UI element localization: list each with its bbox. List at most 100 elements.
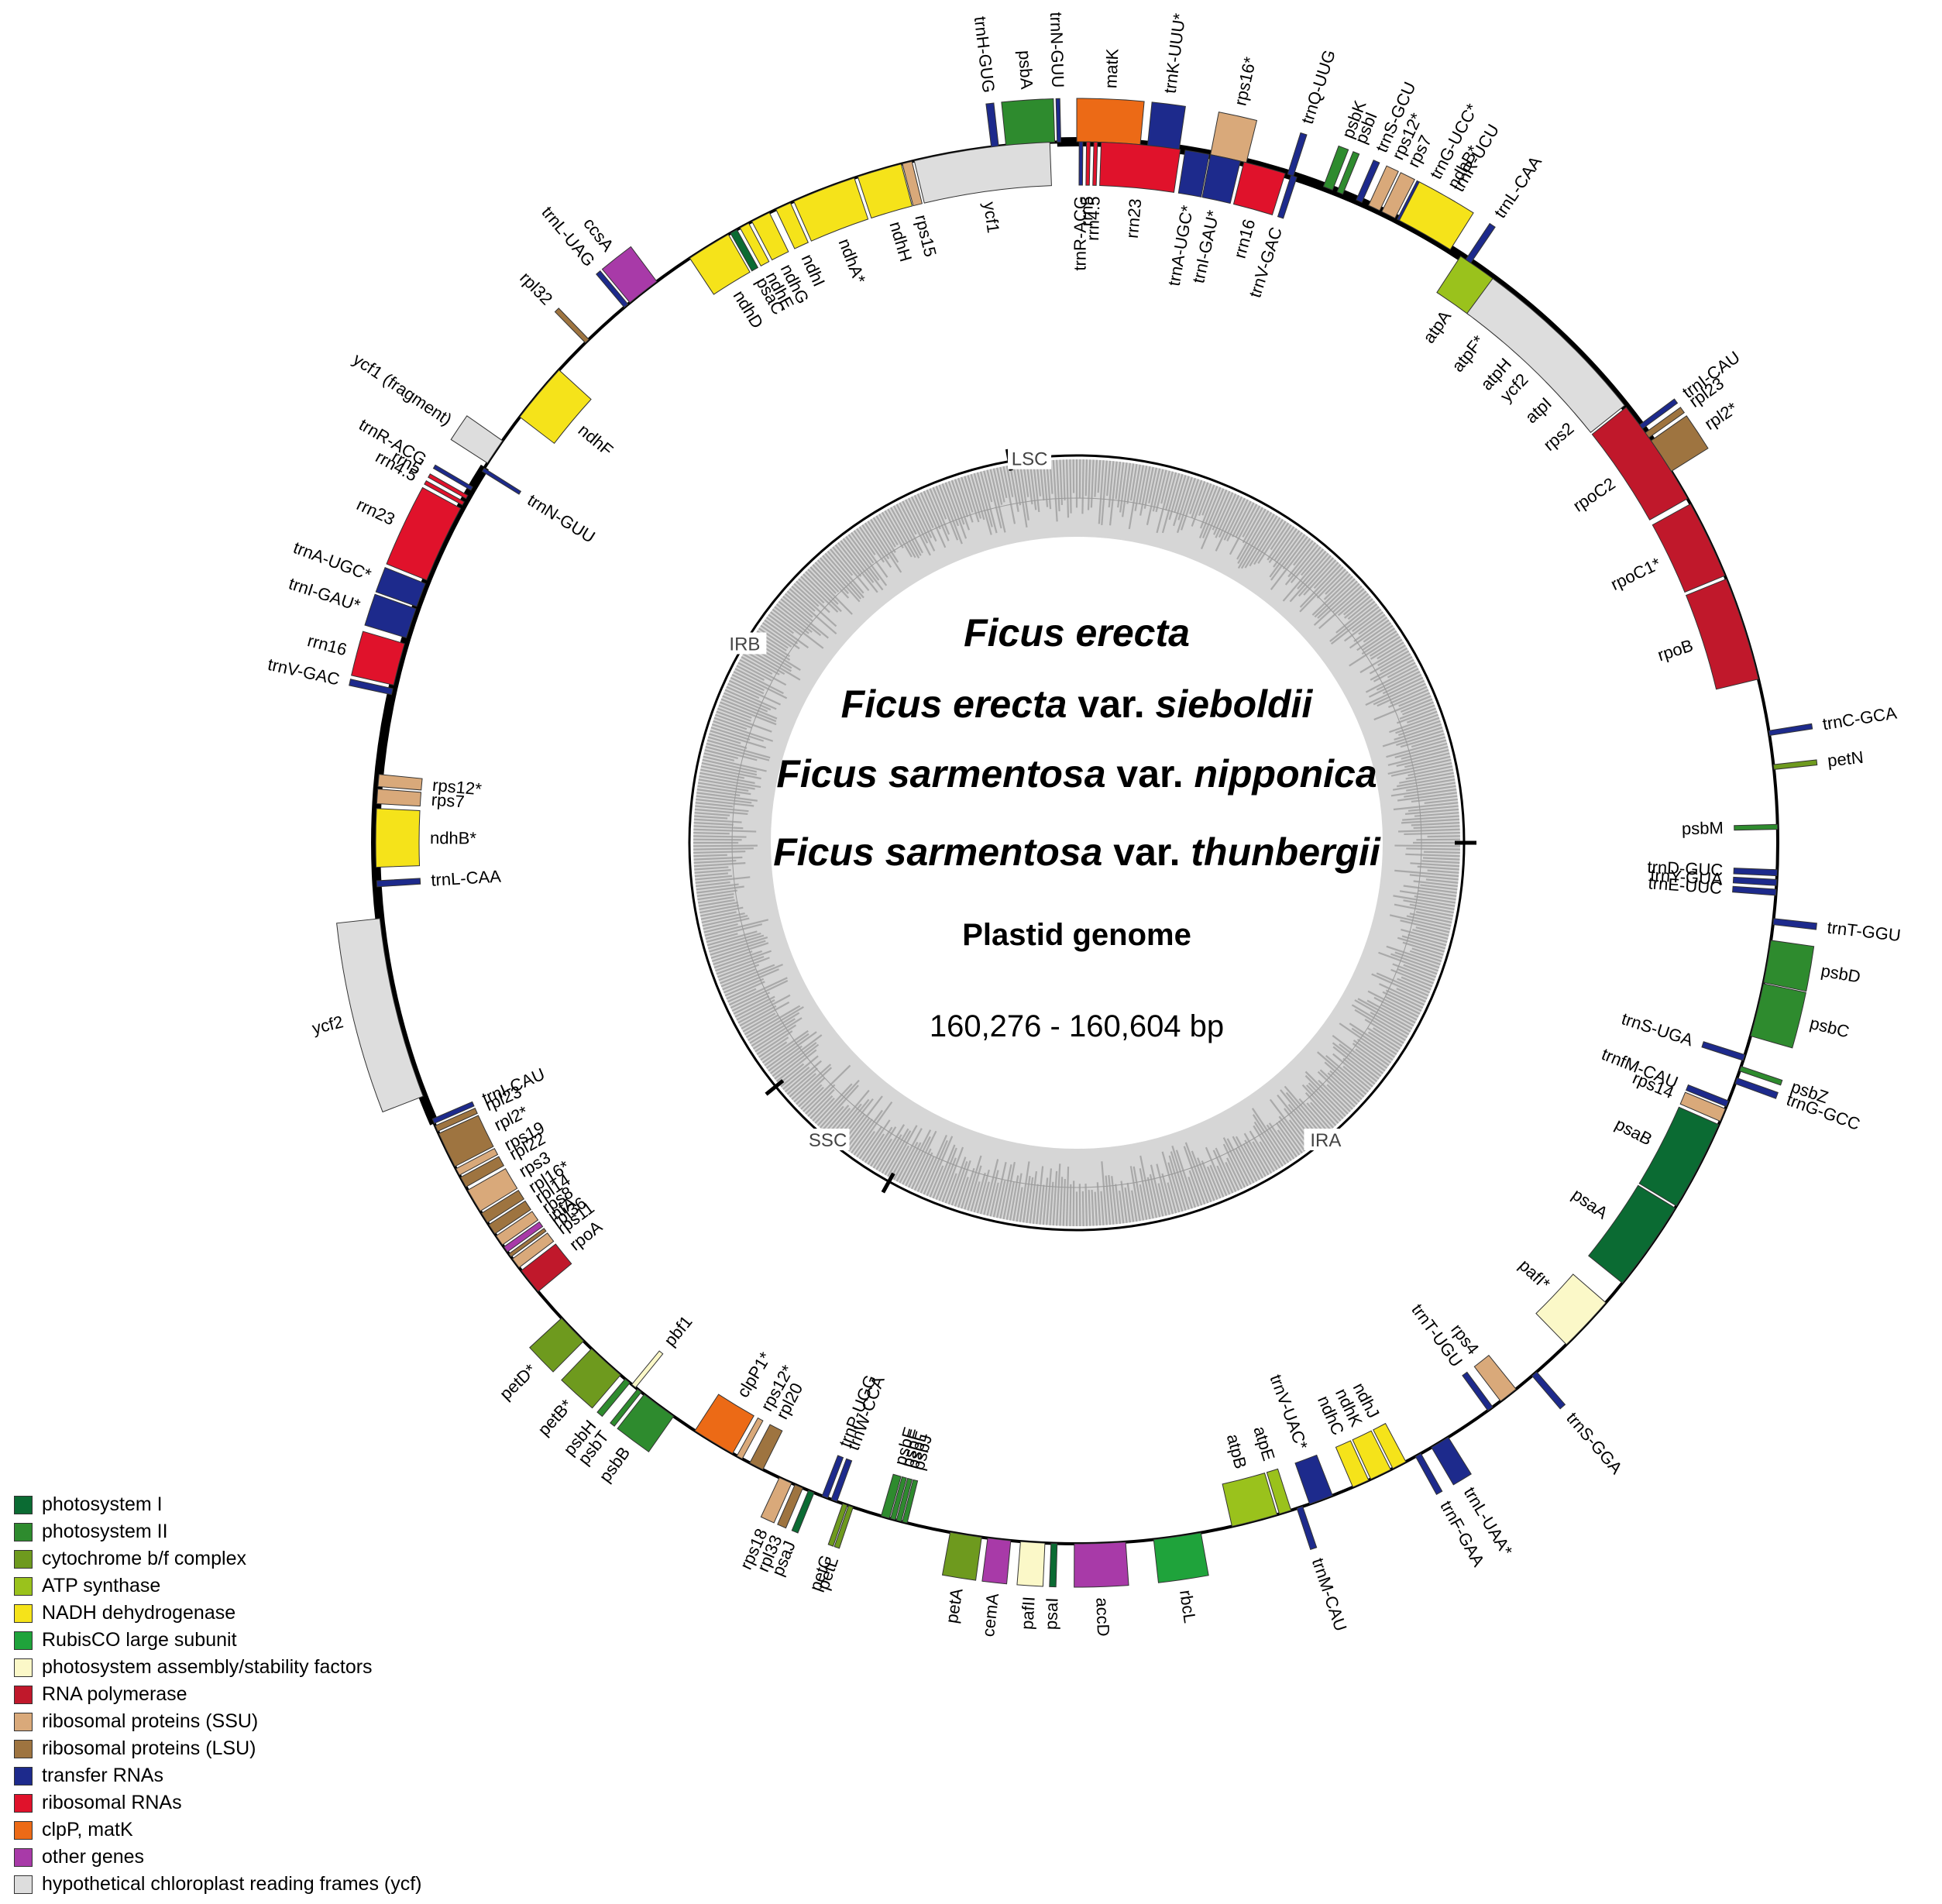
- gene-block: [1750, 983, 1806, 1049]
- gene-block: [751, 211, 789, 261]
- gene-label: rps12*: [431, 775, 483, 799]
- gene-psbd: psbD: [1763, 940, 1862, 992]
- gene-block: [1177, 150, 1210, 198]
- gene-label: pafI*: [1515, 1256, 1554, 1294]
- legend-swatch: [14, 1820, 33, 1840]
- gene-trnq-uug: trnQ-UUG: [1287, 47, 1339, 177]
- legend-swatch: [14, 1739, 33, 1758]
- gene-rps7: rps7: [376, 789, 465, 811]
- legend-item: cytochrome b/f complex: [14, 1545, 422, 1572]
- gene-block: [428, 473, 469, 500]
- gene-block: [480, 1189, 525, 1223]
- legend-item: RNA polymerase: [14, 1681, 422, 1708]
- gene-label: trnH-GUG: [971, 15, 998, 94]
- gene-rbcl: rbcL: [1153, 1532, 1209, 1624]
- gene-petd: petD*: [496, 1318, 585, 1404]
- gene-label: atpF*: [1448, 332, 1489, 376]
- gene-psab: psaB: [1612, 1106, 1720, 1207]
- legend-item: photosystem I: [14, 1491, 422, 1518]
- legend-item: ATP synthase: [14, 1572, 422, 1600]
- gene-block: [1638, 398, 1679, 430]
- gene-block: [519, 369, 592, 445]
- gene-label: psbM: [1682, 818, 1724, 838]
- gene-block: [1076, 98, 1145, 146]
- region-text: IRB: [729, 634, 760, 655]
- gene-block: [1092, 141, 1098, 186]
- region-label-ssc: SSC: [806, 1129, 850, 1151]
- gene-block: [1287, 132, 1308, 177]
- gene-block: [1352, 1430, 1391, 1480]
- gene-block: [1381, 172, 1415, 219]
- gene-block: [450, 415, 504, 464]
- gene-block: [1701, 1041, 1746, 1061]
- legend-swatch: [14, 1793, 33, 1813]
- gene-label: rpoC2: [1569, 473, 1619, 515]
- legend-label: other genes: [42, 1846, 145, 1868]
- gene-trnt-ggu: trnT-GGU: [1772, 918, 1902, 945]
- gene-trnl-caa: trnL-CAA: [376, 867, 502, 890]
- gene-label: rbcL: [1176, 1589, 1200, 1624]
- gene-label: trnR-ACG: [1071, 196, 1091, 271]
- genome-size: 160,276 - 160,604 bp: [930, 1009, 1224, 1043]
- gene-block: [694, 1394, 754, 1455]
- gene-psai: psaI: [1041, 1542, 1062, 1630]
- legend-item: photosystem assembly/stability factors: [14, 1654, 422, 1681]
- gene-trnn-guu: trnN-GUU: [1047, 12, 1067, 143]
- gene-label: atpI: [1521, 394, 1555, 427]
- legend-label: hypothetical chloroplast reading frames …: [42, 1873, 422, 1895]
- gene-block: [1739, 1066, 1783, 1086]
- gene-block: [1016, 1541, 1046, 1587]
- gene-block: [375, 567, 426, 607]
- gene-block: [1335, 1440, 1370, 1488]
- gene-label: ndhB*: [430, 828, 477, 847]
- gene-label: rrn23: [354, 494, 398, 529]
- gene-block: [1732, 876, 1778, 886]
- inverted-repeat-arcs: [371, 137, 1676, 1126]
- legend-swatch: [14, 1766, 33, 1785]
- gene-label: psaB: [1612, 1114, 1655, 1149]
- gene-label: trnY-GUA: [1650, 865, 1724, 888]
- gene-block: [1733, 868, 1778, 877]
- gene-label: cemA: [978, 1592, 1002, 1638]
- gene-block: [1734, 823, 1779, 831]
- gene-psbc: psbC: [1750, 983, 1851, 1049]
- gene-trns-gga: trnS-GGA: [1531, 1371, 1627, 1478]
- gene-petg: petG: [806, 1503, 848, 1593]
- ira-arc: [1057, 137, 1676, 474]
- gene-block: [791, 1490, 815, 1534]
- gene-label: rrn16: [305, 631, 349, 659]
- gene-block: [1465, 222, 1496, 264]
- gene-block: [561, 1348, 621, 1409]
- gene-block: [631, 1350, 664, 1389]
- gene-block: [760, 1476, 792, 1524]
- gene-block: [1734, 1077, 1779, 1099]
- gene-block: [1535, 1273, 1607, 1346]
- gene-rpoc1: rpoC1*: [1607, 503, 1726, 594]
- gene-label: trnS-GGA: [1562, 1408, 1626, 1478]
- gene-trnn-guu: trnN-GUU: [481, 467, 599, 547]
- legend-item: clpP, matK: [14, 1816, 422, 1844]
- gene-block: [1638, 1106, 1720, 1207]
- gene-block: [793, 177, 869, 242]
- gene-label: trnV-GAC: [266, 655, 341, 689]
- gene-block: [834, 1505, 854, 1549]
- gene-block: [349, 679, 394, 696]
- legend-swatch: [14, 1549, 33, 1569]
- gene-trnd-guc: trnD-GUC: [1647, 857, 1778, 880]
- title-line-2: Ficus erecta var. sieboldii: [841, 682, 1314, 726]
- gene-block: [981, 1538, 1012, 1585]
- gene-block: [1049, 1542, 1058, 1588]
- region-label-irb: IRB: [723, 632, 767, 655]
- legend-label: NADH dehydrogenase: [42, 1602, 236, 1624]
- gene-block: [827, 1503, 848, 1547]
- gene-ycf2: ycf2: [310, 918, 424, 1113]
- gene-block: [438, 1115, 494, 1167]
- legend-item: other genes: [14, 1844, 422, 1871]
- legend-label: transfer RNAs: [42, 1765, 163, 1786]
- gene-block: [1266, 1468, 1292, 1514]
- subtitle: Plastid genome: [962, 918, 1191, 952]
- gene-label: trnK-UUU*: [1160, 12, 1190, 95]
- gene-rrn23: rrn23: [1099, 142, 1181, 239]
- gene-block: [1322, 145, 1349, 191]
